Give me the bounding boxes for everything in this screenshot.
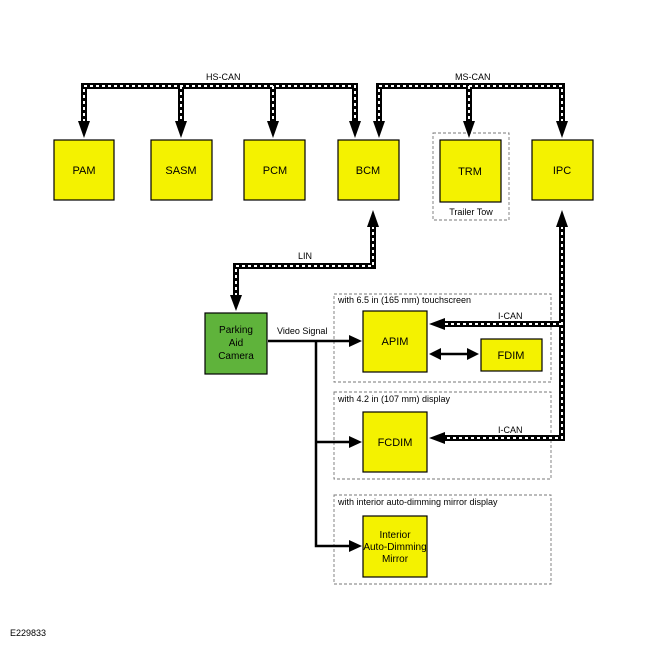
ms-can-label: MS-CAN (455, 72, 491, 82)
mirror-label-line-1: Interior (379, 530, 411, 541)
mirror-display-group (333, 494, 552, 585)
camera-label-line-3: Camera (218, 351, 254, 362)
mirror-display-group-label: with interior auto-dimming mirror displa… (337, 497, 498, 507)
module-pam: PAM (53, 139, 115, 201)
hs-can-bus (78, 83, 361, 138)
camera-label-line-1: Parking (219, 325, 253, 336)
mirror-label-line-3: Mirror (382, 554, 409, 565)
lin-label: LIN (298, 251, 312, 261)
module-pcm: PCM (243, 139, 306, 201)
module-ipc: IPC (531, 139, 594, 201)
module-label: PAM (72, 165, 95, 177)
i-can-label-2: I-CAN (498, 425, 523, 435)
figure-id: E229833 (10, 628, 46, 638)
module-label: BCM (356, 165, 380, 177)
module-label: FCDIM (378, 437, 413, 449)
module-fdim: FDIM (480, 338, 543, 372)
i-can-label-1: I-CAN (498, 311, 523, 321)
mirror-label-line-2: Auto-Dimming (363, 542, 426, 553)
module-trm: TRM (439, 139, 502, 203)
hs-can-label: HS-CAN (206, 72, 241, 82)
module-bcm: BCM (337, 139, 400, 201)
module-label: APIM (382, 336, 409, 348)
i-can-bus (429, 210, 568, 444)
module-apim: APIM (362, 310, 428, 373)
touchscreen-group (333, 293, 552, 383)
module-parking-aid-camera: Parking Aid Camera (204, 312, 268, 375)
module-label: SASM (165, 165, 196, 177)
apim-fdim-link (429, 348, 479, 360)
module-fcdim: FCDIM (362, 411, 428, 473)
touchscreen-group-label: with 6.5 in (165 mm) touchscreen (337, 295, 471, 305)
lin-bus (230, 210, 379, 311)
module-label: IPC (553, 165, 571, 177)
trailer-tow-label: Trailer Tow (449, 207, 493, 217)
trailer-tow-group (432, 132, 510, 221)
module-label: FDIM (498, 350, 525, 362)
camera-label-line-2: Aid (229, 338, 243, 349)
module-label: TRM (458, 166, 482, 178)
video-signal-lines (268, 335, 362, 552)
video-signal-label: Video Signal (277, 326, 327, 336)
module-interior-mirror: Interior Auto-Dimming Mirror (362, 515, 428, 578)
module-sasm: SASM (150, 139, 213, 201)
ms-can-bus (373, 83, 568, 138)
display-group-label: with 4.2 in (107 mm) display (337, 394, 451, 404)
module-label: PCM (263, 165, 287, 177)
